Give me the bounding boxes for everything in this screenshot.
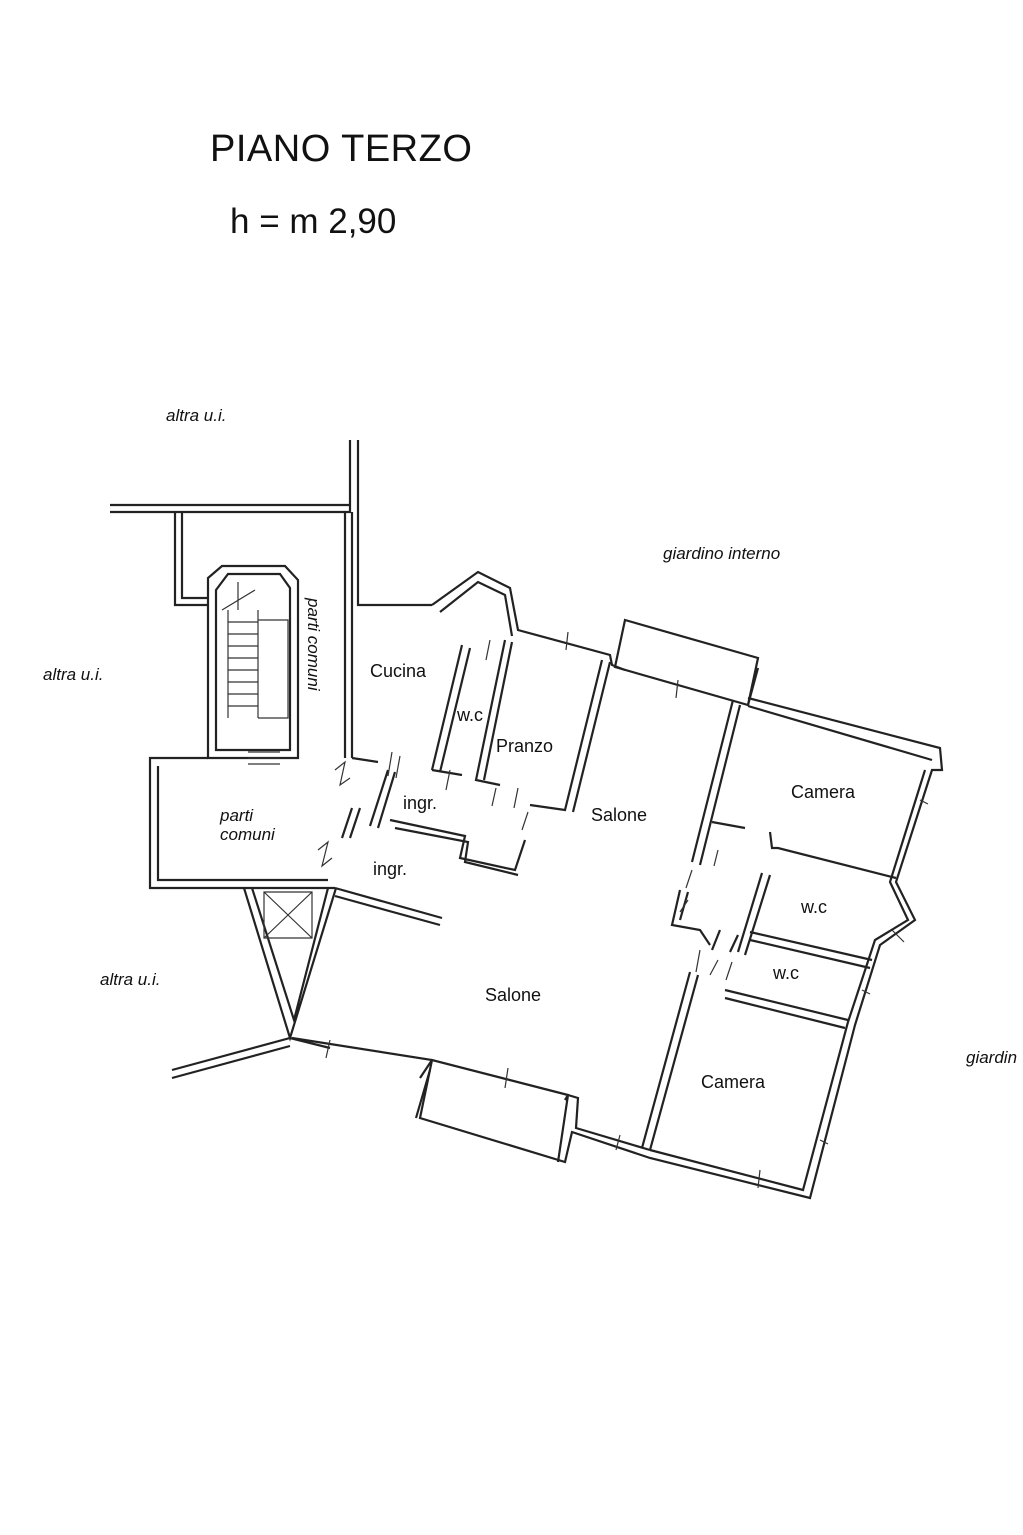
label-comuni: comuni <box>220 825 276 844</box>
door-and-window-marks <box>317 631 929 1189</box>
room-camera-2: Camera <box>701 1072 766 1092</box>
label-parti: parti <box>219 806 254 825</box>
room-ingr-2: ingr. <box>373 859 407 879</box>
ceiling-height-label: h = m 2,90 <box>230 202 397 241</box>
room-wc-3: w.c <box>772 963 799 983</box>
interior-walls <box>334 639 897 1151</box>
plan-title: PIANO TERZO <box>210 128 473 170</box>
label-altra-left: altra u.i. <box>43 665 103 684</box>
label-giardino-interno: giardino interno <box>663 544 780 563</box>
room-wc-2: w.c <box>800 897 827 917</box>
label-altra-top: altra u.i. <box>166 406 226 425</box>
room-salone-2: Salone <box>485 985 541 1005</box>
outer-walls <box>110 440 944 1200</box>
room-wc-1: w.c <box>456 705 483 725</box>
label-giardino-right: giardin <box>966 1048 1017 1067</box>
room-cucina: Cucina <box>370 661 427 681</box>
room-ingr-1: ingr. <box>403 793 437 813</box>
room-camera-1: Camera <box>791 782 856 802</box>
label-parti-comuni-vertical: parti comuni <box>304 597 323 692</box>
room-salone-1: Salone <box>591 805 647 825</box>
label-altra-bottom: altra u.i. <box>100 970 160 989</box>
room-pranzo: Pranzo <box>496 736 553 756</box>
